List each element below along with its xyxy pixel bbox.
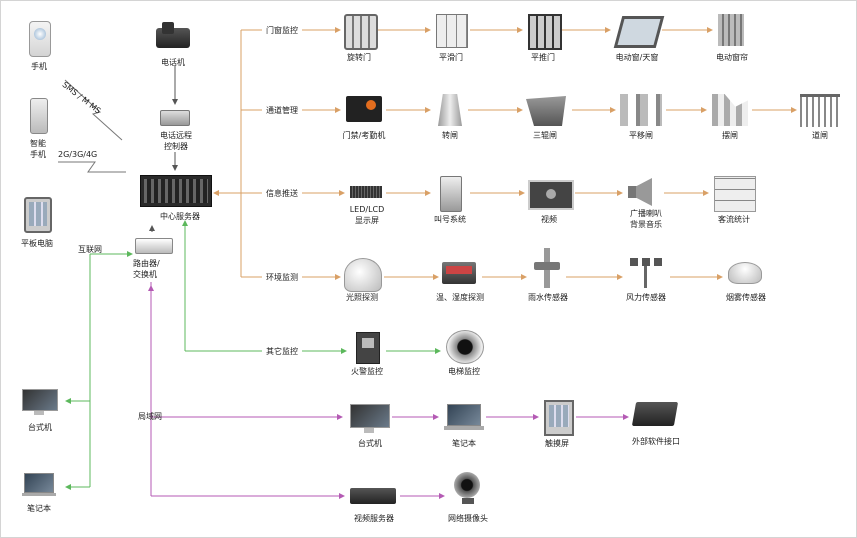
phone-label: 手机 [20, 61, 58, 72]
wind-sensor-icon [630, 254, 662, 288]
software-interface-icon [632, 402, 678, 426]
video-server-label: 视频服务器 [344, 513, 404, 524]
elevator-monitor-label: 电梯监控 [438, 366, 490, 377]
speaker-icon [628, 178, 658, 206]
desktop-icon [22, 389, 56, 413]
rain-sensor-label: 雨水传感器 [520, 292, 576, 303]
network-label: 2G/3G/4G [58, 150, 97, 159]
electric-curtain-icon [718, 14, 744, 46]
tablet-label: 平板电脑 [12, 238, 62, 249]
video-label: 视频 [526, 214, 572, 225]
lan-laptop-icon [444, 404, 484, 430]
queue-system-icon [440, 176, 462, 212]
passenger-flow-label: 客流统计 [708, 214, 760, 225]
sliding-gate-icon [620, 94, 662, 126]
software-interface-label: 外部软件接口 [620, 436, 692, 447]
smoke-sensor-label: 烟雾传感器 [718, 292, 774, 303]
lan-desktop-label: 台式机 [348, 438, 392, 449]
push-door-icon [528, 14, 562, 50]
category-info: 信息推送 [266, 188, 298, 199]
category-environment: 环境监测 [266, 272, 298, 283]
router-label: 路由器/ 交换机 [133, 258, 173, 280]
touchscreen-label: 触摸屏 [534, 438, 580, 449]
network-camera-icon [454, 472, 482, 506]
electric-curtain-label: 电动窗帘 [708, 52, 756, 63]
tablet-icon [24, 197, 52, 233]
video-server-icon [350, 488, 396, 504]
lan-label: 局域网 [138, 411, 162, 422]
laptop-icon [22, 473, 56, 497]
tripod-gate-label: 三辊闸 [520, 130, 570, 141]
server-label: 中心服务器 [150, 211, 210, 222]
remote-controller-label: 电话远程 控制器 [148, 130, 204, 152]
rain-sensor-icon [534, 248, 560, 288]
fire-alarm-label: 火警监控 [344, 366, 390, 377]
sliding-door-label: 平滑门 [426, 52, 476, 63]
smartphone-icon [30, 98, 48, 134]
category-door-window: 门窗监控 [266, 25, 298, 36]
category-other: 其它监控 [266, 346, 298, 357]
sliding-door-icon [436, 14, 468, 48]
remote-controller-icon [160, 110, 190, 126]
led-display-label: LED/LCD 显示屏 [338, 204, 396, 226]
temp-humidity-label: 温、湿度探测 [428, 292, 492, 303]
electric-window-icon [614, 16, 665, 48]
temp-humidity-icon [442, 262, 476, 284]
laptop-label: 笔记本 [18, 503, 60, 514]
telephone-icon [156, 20, 190, 50]
lan-desktop-icon [350, 404, 388, 432]
smoke-sensor-icon [728, 262, 762, 284]
swing-gate-label: 摆闸 [706, 130, 754, 141]
revolving-door-icon [344, 14, 378, 50]
barrier-gate-label: 道闸 [800, 130, 840, 141]
electric-window-label: 电动窗/天窗 [606, 52, 668, 63]
network-camera-label: 网络摄像头 [440, 513, 496, 524]
light-sensor-label: 光照探测 [336, 292, 388, 303]
elevator-monitor-icon [446, 330, 484, 364]
access-control-label: 门禁/考勤机 [334, 130, 394, 141]
barrier-gate-icon [800, 94, 840, 127]
desktop-label: 台式机 [20, 422, 60, 433]
speaker-label: 广播喇叭 背景音乐 [616, 208, 676, 230]
queue-system-label: 叫号系统 [426, 214, 474, 225]
turnstile-label: 转闸 [428, 130, 472, 141]
passenger-flow-icon [714, 176, 756, 212]
lan-laptop-label: 笔记本 [440, 438, 488, 449]
server-icon [140, 175, 212, 207]
push-door-label: 平推门 [518, 52, 568, 63]
access-control-icon [346, 96, 382, 122]
led-display-icon [350, 186, 382, 198]
router-icon [135, 238, 173, 254]
category-passage: 通道管理 [266, 105, 298, 116]
light-sensor-icon [344, 258, 382, 292]
phone-icon [29, 21, 51, 57]
wind-sensor-label: 风力传感器 [618, 292, 674, 303]
smartphone-label: 智能 手机 [20, 138, 56, 160]
touchscreen-icon [544, 400, 574, 436]
internet-label: 互联网 [78, 244, 102, 255]
fire-alarm-icon [356, 332, 380, 364]
telephone-label: 电话机 [150, 57, 196, 68]
revolving-door-label: 旋转门 [334, 52, 384, 63]
sliding-gate-label: 平移闸 [614, 130, 668, 141]
video-icon [528, 180, 574, 210]
